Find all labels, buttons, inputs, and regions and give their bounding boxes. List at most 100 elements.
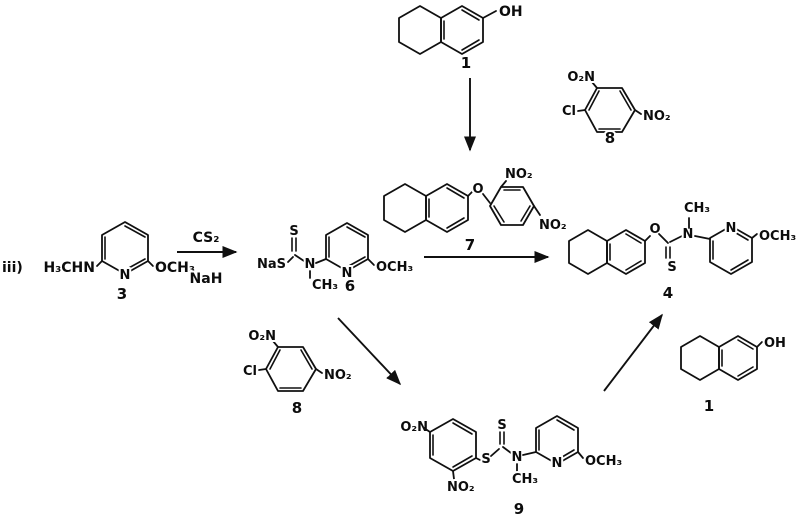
nitro-group-label: O₂N: [248, 329, 276, 344]
double-bond: [556, 449, 575, 461]
bond: [577, 451, 584, 459]
bond: [258, 368, 267, 371]
compound-number-7: 7: [465, 236, 475, 254]
double-bond: [446, 217, 465, 229]
double-bond: [625, 233, 642, 244]
methoxy-group-label: OCH₃: [585, 454, 622, 469]
double-bond: [446, 187, 465, 199]
double-bond: [124, 258, 146, 271]
hydroxyl-label: OH: [764, 336, 786, 351]
double-bond: [452, 422, 473, 435]
pyridine-nitrogen-label: N: [342, 266, 353, 281]
double-bond: [737, 339, 754, 350]
compound-number-1-top: 1: [461, 54, 471, 72]
nitro-group-label: O₂N: [400, 420, 428, 435]
ring-bond: [265, 346, 317, 392]
double-bond: [730, 259, 749, 271]
compound-9-structure: O₂N NO₂ S S N CH₃ N OCH₃ 9: [398, 415, 624, 520]
amide-nitrogen-label: N: [683, 227, 694, 242]
bond: [147, 260, 154, 267]
compound-number-4: 4: [663, 284, 673, 302]
methoxy-group-label: OCH₃: [376, 260, 413, 275]
bond: [294, 254, 305, 262]
double-bond: [588, 90, 600, 111]
hydroxyl-label: OH: [499, 4, 523, 20]
ether-oxygen-label: O: [472, 182, 483, 197]
compound-number-8-bottom: 8: [292, 399, 302, 417]
reaction-arrow-6-to-9: [337, 317, 402, 386]
double-bond: [346, 226, 366, 238]
bond: [490, 448, 500, 457]
pyridine-nitrogen-label: N: [726, 221, 737, 236]
double-bond: [452, 455, 473, 468]
thioether-sulfur-label: S: [481, 452, 490, 467]
nitro-group-label: NO₂: [539, 218, 567, 233]
nitro-group-label: NO₂: [505, 167, 533, 182]
pyridine-nitrogen-label: N: [120, 268, 131, 283]
chloro-label: Cl: [243, 364, 257, 379]
double-bond: [461, 9, 480, 21]
reagent-nah-label: NaH: [190, 271, 223, 287]
ring-bond: [606, 229, 646, 275]
ring-bond: [440, 5, 484, 55]
compound-number-1-bottom: 1: [704, 397, 714, 415]
bond: [533, 205, 541, 216]
ring-bond: [425, 183, 469, 233]
bond: [367, 258, 375, 266]
methyl-group-label: CH₃: [684, 201, 710, 216]
bond: [500, 180, 507, 188]
compound-6-structure: NaS S N CH₃ N OCH₃ 6: [255, 222, 415, 297]
bond: [315, 368, 323, 374]
thiocarbonyl-sulfur-label: S: [497, 418, 506, 433]
compound-number-9: 9: [514, 500, 524, 518]
bond: [272, 340, 279, 348]
compound-8-bottom-structure: Cl O₂N NO₂ 8: [241, 327, 354, 419]
ring-bond: [568, 229, 608, 275]
bond: [522, 451, 537, 456]
reagent-cs2-label: CS₂: [193, 230, 220, 246]
double-bond: [730, 229, 749, 241]
bond: [694, 235, 711, 240]
compound-number-8-top: 8: [605, 129, 615, 147]
bond: [756, 341, 763, 348]
methylamino-label: H₃CHN: [43, 260, 95, 276]
bond: [475, 457, 481, 461]
bond: [577, 109, 586, 112]
double-bond: [737, 366, 754, 377]
bond: [315, 258, 327, 264]
ring-bond: [325, 222, 369, 272]
compound-number-6: 6: [345, 277, 355, 295]
compound-8-top-structure: Cl O₂N NO₂ 8: [560, 68, 673, 149]
ring-bond: [718, 335, 758, 381]
double-bond: [461, 39, 480, 51]
thiocarbonyl-sulfur-label: S: [289, 224, 298, 239]
bond: [669, 235, 683, 243]
ring-bond: [429, 418, 477, 472]
double-bond: [269, 349, 281, 370]
double-bond: [619, 90, 632, 111]
compound-4-structure: O S N CH₃ N OCH₃ 4: [568, 199, 798, 304]
bond: [644, 235, 651, 242]
ring-bond: [584, 87, 636, 133]
methoxy-group-label: OCH₃: [759, 229, 796, 244]
double-bond: [300, 349, 313, 370]
ring-bond: [383, 183, 427, 233]
ring-bond: [680, 335, 720, 381]
double-bond: [625, 260, 642, 271]
thiocarbonyl-sulfur-label: S: [667, 260, 676, 275]
bond: [482, 10, 497, 19]
double-bond: [556, 419, 575, 431]
double-bond: [493, 205, 505, 223]
amide-nitrogen-label: N: [512, 450, 523, 465]
bond: [482, 193, 491, 204]
bond: [467, 190, 474, 197]
bond: [502, 446, 512, 454]
double-bond: [346, 256, 366, 268]
nitro-group-label: NO₂: [643, 109, 671, 124]
bond: [658, 233, 669, 244]
double-bond: [124, 225, 146, 238]
amide-nitrogen-label: N: [305, 257, 316, 272]
compound-3-structure: H₃CHN N OCH₃ 3: [41, 221, 197, 305]
